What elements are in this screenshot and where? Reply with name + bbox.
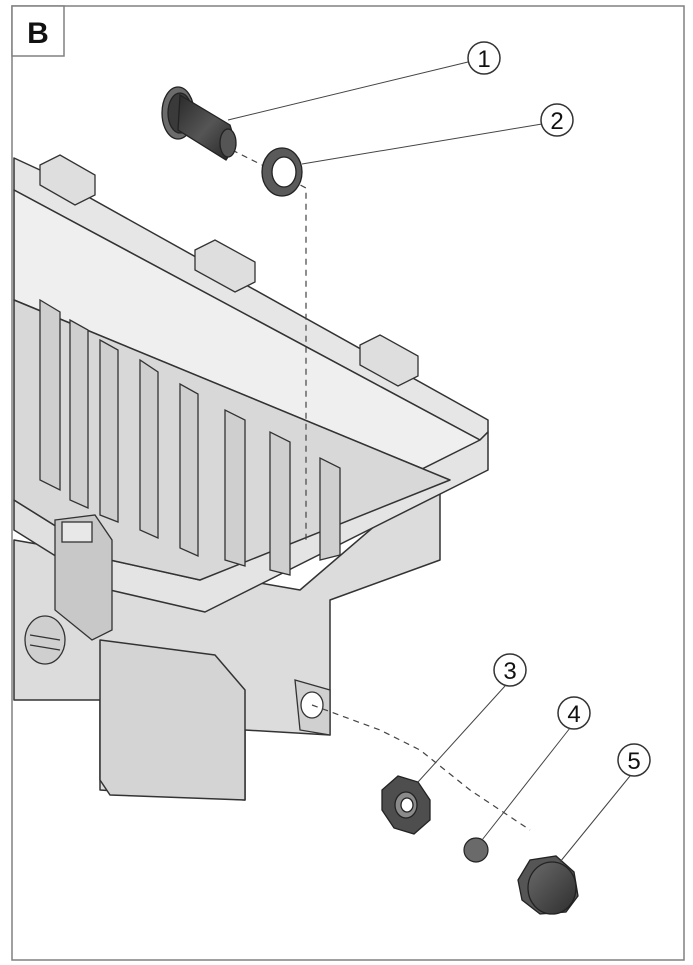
cap-part bbox=[517, 855, 579, 915]
callout-number-2: 2 bbox=[550, 108, 563, 135]
callout-leaders bbox=[227, 61, 631, 863]
tray-ribs bbox=[39, 298, 341, 576]
tray-rib bbox=[39, 298, 61, 492]
tray-rib bbox=[319, 456, 341, 561]
callout-2: 2 bbox=[540, 103, 574, 137]
tray-clips bbox=[39, 154, 419, 387]
tray-rib bbox=[224, 408, 246, 567]
assembly-guides bbox=[231, 149, 531, 831]
tray-rib bbox=[69, 318, 89, 510]
callout-4: 4 bbox=[557, 696, 591, 730]
callout-1: 1 bbox=[467, 41, 501, 75]
callout-number-3: 3 bbox=[503, 658, 516, 685]
leader-line-5 bbox=[559, 775, 631, 863]
tray-clip bbox=[194, 239, 256, 293]
callout-5: 5 bbox=[617, 743, 651, 777]
tray-clip bbox=[359, 334, 419, 387]
panel-label: B bbox=[27, 17, 49, 50]
bolt-part bbox=[161, 86, 237, 161]
tray-clip bbox=[39, 154, 96, 206]
tray-side-knob bbox=[24, 615, 66, 665]
tray-rib bbox=[179, 382, 199, 558]
callouts: 1 2 3 4 5 bbox=[467, 41, 651, 777]
panel-label-box: B bbox=[11, 5, 65, 57]
callout-number-4: 4 bbox=[567, 701, 580, 728]
tray-latch bbox=[54, 514, 113, 641]
callout-number-1: 1 bbox=[477, 46, 490, 73]
tray-rib bbox=[99, 338, 119, 523]
tray-rib bbox=[139, 358, 159, 540]
callout-3: 3 bbox=[493, 653, 527, 687]
leader-line-1 bbox=[227, 61, 469, 121]
lower-assembly-line bbox=[311, 704, 531, 831]
nut-part bbox=[381, 775, 431, 835]
tray-front-block bbox=[99, 639, 246, 801]
leader-line-4 bbox=[481, 727, 571, 841]
leader-line-3 bbox=[417, 685, 506, 783]
leader-line-2 bbox=[301, 123, 543, 165]
tray-rib bbox=[269, 430, 291, 576]
tray-mount-hole bbox=[294, 679, 331, 736]
small-washer-part bbox=[463, 837, 489, 863]
callout-number-5: 5 bbox=[627, 748, 640, 775]
washer-part bbox=[261, 147, 303, 197]
